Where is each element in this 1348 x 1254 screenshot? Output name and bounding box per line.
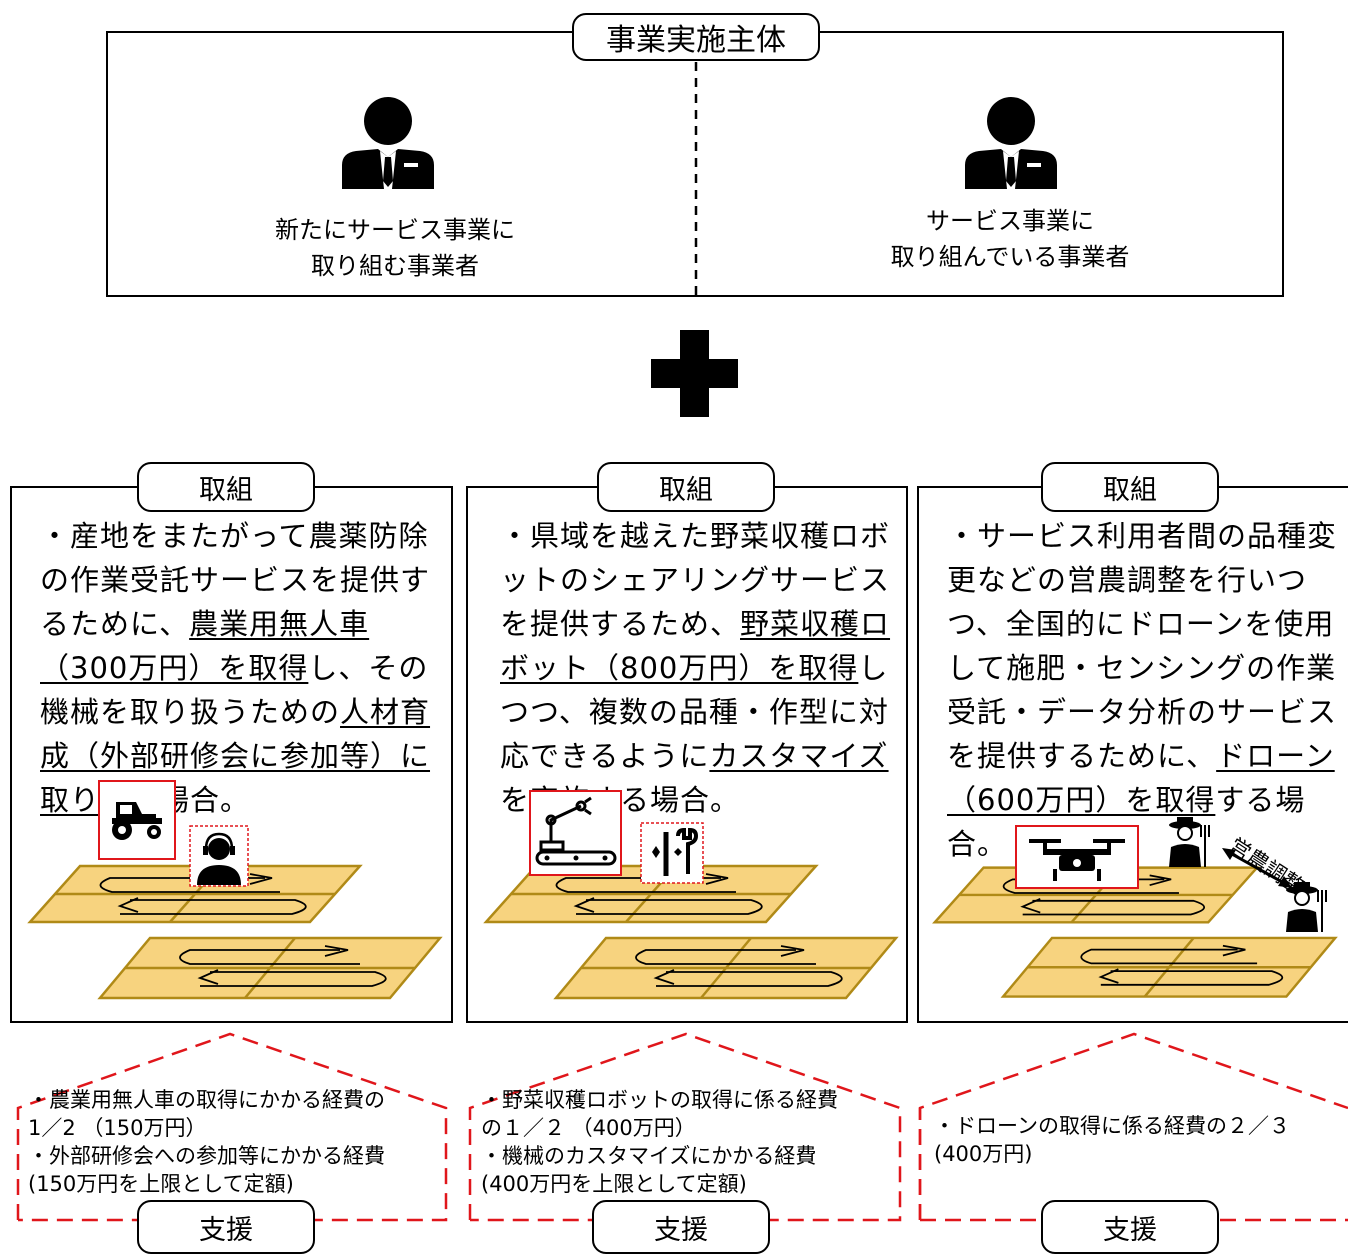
panel-3-text-seg3: する場合。	[947, 783, 1306, 861]
field-grid-icon	[27, 864, 443, 1000]
businessman-icon	[342, 97, 434, 189]
business-entity-title: 事業実施主体	[572, 13, 820, 61]
support-3-line1: ・ドローンの取得に係る経費の２／３	[934, 1114, 1290, 1138]
existing-provider-label: サービス事業に 取り組んでいる事業者	[860, 203, 1160, 275]
panel-2-text-seg3: しつつ、複数の品種・作型に対応できるように	[500, 651, 889, 773]
divider-line	[694, 62, 698, 298]
panel-1-box	[10, 486, 453, 1023]
panel-2-text-seg4: カスタマイズ	[709, 739, 889, 773]
support-1-line2: 1／2 （150万円）	[28, 1116, 207, 1140]
panel-1-text-seg2: 農業用無人車（300万円）を取得	[40, 607, 370, 685]
existing-provider-line2: 取り組んでいる事業者	[890, 243, 1130, 271]
farmer-icon	[1286, 882, 1327, 932]
panel-3-text: ・サービス利用者間の品種変更などの営農調整を行いつつ、全国的にドローンを使用して…	[947, 514, 1339, 866]
businessman-icon	[965, 97, 1057, 189]
support-3-label: 支援	[1041, 1200, 1219, 1254]
panel-1-text: ・産地をまたがって農薬防除の作業受託サービスを提供するために、農業用無人車（30…	[40, 514, 432, 822]
drone-icon	[1015, 825, 1139, 889]
panel-3-text-seg2: ドローン（600万円）を取得	[947, 739, 1335, 817]
support-2-label: 支援	[592, 1200, 770, 1254]
support-2-line3: ・機械のカスタマイズにかかる経費	[481, 1144, 817, 1168]
panel-2-text-seg1: ・県域を越えた野菜収穫ロボットのシェアリングサービスを提供するため、	[500, 519, 891, 641]
support-1-line3: ・外部研修会への参加等にかかる経費	[28, 1144, 385, 1168]
panel-2-box	[466, 486, 908, 1023]
farmer-icon	[1169, 817, 1210, 867]
panel-3-box	[917, 486, 1348, 1023]
support-2-line4: (400万円を上限として定額)	[481, 1172, 747, 1196]
new-entrant-label: 新たにサービス事業に 取り組む事業者	[250, 212, 540, 284]
double-arrow-icon	[1222, 848, 1292, 888]
new-entrant-line1: 新たにサービス事業に	[275, 216, 515, 244]
support-2-line1: ・野菜収穫ロボットの取得に係る経費	[481, 1088, 838, 1112]
tools-icon	[640, 822, 704, 884]
panel-2-text-seg2: 野菜収穫ロボット（800万円）を取得	[500, 607, 891, 685]
operator-headset-icon	[189, 825, 249, 887]
support-2-text: ・野菜収穫ロボットの取得に係る経費 の１／２ （400万円） ・機械のカスタマイ…	[481, 1086, 897, 1198]
support-3-text: ・ドローンの取得に係る経費の２／３ (400万円)	[934, 1112, 1344, 1168]
panel-1-text-seg3: し、その機械を取り扱うための	[40, 651, 429, 729]
panel-1-label: 取組	[137, 462, 315, 512]
support-1-label: 支援	[137, 1200, 315, 1254]
support-1-text: ・農業用無人車の取得にかかる経費の 1／2 （150万円） ・外部研修会への参加…	[28, 1086, 444, 1198]
panel-3-label: 取組	[1041, 462, 1219, 512]
support-1-line4: (150万円を上限として定額)	[28, 1172, 294, 1196]
support-1-line1: ・農業用無人車の取得にかかる経費の	[28, 1088, 385, 1112]
tractor-icon	[98, 780, 176, 860]
panel-3-text-seg1: ・サービス利用者間の品種変更などの営農調整を行いつつ、全国的にドローンを使用して…	[947, 519, 1338, 773]
plus-icon	[651, 330, 738, 417]
existing-provider-line1: サービス事業に	[926, 207, 1094, 235]
panel-1-text-seg1: ・産地をまたがって農薬防除の作業受託サービスを提供するために、	[40, 519, 431, 641]
support-2-line2: の１／２ （400万円）	[481, 1116, 696, 1140]
new-entrant-line2: 取り組む事業者	[311, 252, 479, 280]
field-grid-icon	[483, 864, 899, 1000]
panel-2-label: 取組	[597, 462, 775, 512]
panel-2-text: ・県域を越えた野菜収穫ロボットのシェアリングサービスを提供するため、野菜収穫ロボ…	[500, 514, 892, 822]
robot-arm-icon	[529, 790, 622, 876]
support-3-line2: (400万円)	[934, 1142, 1033, 1166]
